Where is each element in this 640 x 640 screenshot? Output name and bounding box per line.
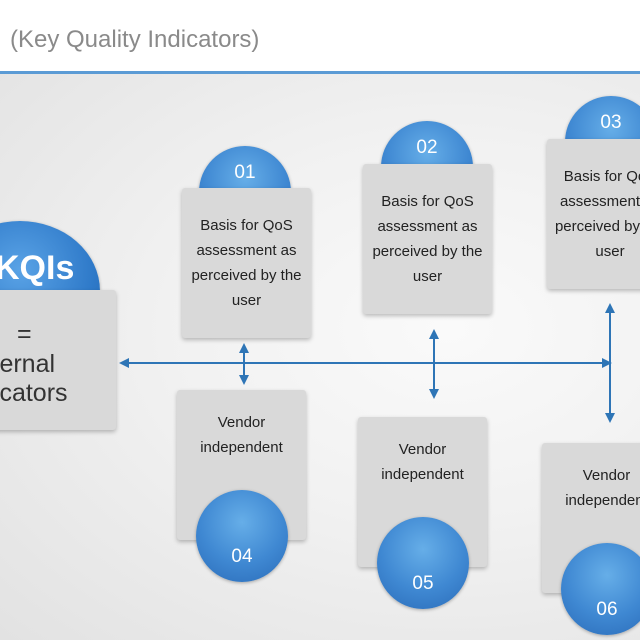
step-01-card: Basis for QoS assessment as perceived by… [182,188,311,338]
step-01-number: 01 [234,162,256,183]
kqi-definition-card: = xternal dicators [0,290,116,430]
title-underline [0,71,640,74]
step-01-text: Basis for QoS assessment as perceived by… [191,217,302,309]
step-04-badge: 04 [196,490,288,582]
step-06-number: 06 [596,599,618,620]
step-04-text: Vendor independent [200,414,283,456]
kqi-abbreviation: KQIs [0,249,75,287]
step-03-number: 03 [600,112,622,133]
diagram-area: KQIs = xternal dicators 01 Basis for QoS… [0,74,640,640]
step-04-card: Vendor independent [177,390,306,540]
header: (Key Quality Indicators) [0,0,640,74]
step-02-number: 02 [416,137,438,158]
step-06-text: Vendor independent [565,467,640,509]
step-05-number: 05 [412,573,434,594]
step-04-number: 04 [231,546,253,567]
step-02-text: Basis for QoS assessment as perceived by… [372,193,483,285]
page-title: (Key Quality Indicators) [10,26,260,53]
step-05-text: Vendor independent [381,441,464,483]
step-06-badge: 06 [561,543,640,635]
step-03-card: Basis for QoS assessment as perceived by… [547,139,640,289]
kqi-line-2: dicators [0,379,68,407]
kqi-line-1: xternal [0,350,56,378]
step-02-card: Basis for QoS assessment as perceived by… [363,164,492,314]
step-03-text: Basis for QoS assessment as perceived by… [554,168,640,260]
kqi-equals: = [17,320,32,348]
connector-lines [119,303,615,423]
step-05-badge: 05 [377,517,469,609]
